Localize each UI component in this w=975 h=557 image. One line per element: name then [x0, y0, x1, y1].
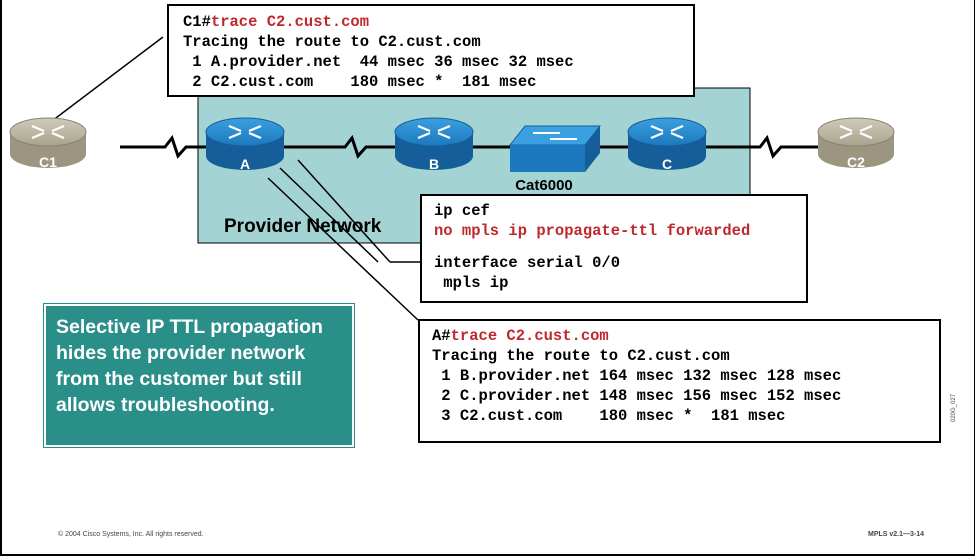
router-b-icon [394, 117, 474, 170]
c1-trace-command-line: C1#trace C2.cust.com [183, 12, 693, 32]
a-trace-line: Tracing the route to C2.cust.com [432, 347, 730, 365]
a-trace-line: 2 C.provider.net 148 msec 156 msec 152 m… [432, 387, 842, 405]
router-c1-icon [9, 117, 87, 168]
router-b-label: B [429, 156, 439, 172]
config-line-interface: interface serial 0/0 [434, 254, 621, 272]
c1-trace-command: trace C2.cust.com [210, 13, 370, 31]
callout-line-a-trace [267, 177, 419, 321]
a-trace-line: 1 B.provider.net 164 msec 132 msec 128 m… [432, 367, 842, 385]
router-c2-icon [817, 117, 895, 168]
footer-copyright: © 2004 Cisco Systems, Inc. All rights re… [58, 531, 204, 538]
a-prompt: A# [432, 327, 451, 345]
switch-cat6000-icon [508, 125, 602, 172]
summary-note: Selective IP TTL propagation hides the p… [44, 304, 354, 447]
config-line-no-propagate-ttl: no mpls ip propagate-ttl forwarded [434, 222, 751, 240]
a-trace-box: A#trace C2.cust.com Tracing the route to… [418, 319, 941, 443]
c1-trace-line: 2 C2.cust.com 180 msec * 181 msec [183, 73, 537, 91]
router-c1-label: C1 [39, 154, 57, 170]
callout-line-a-config-1 [279, 167, 379, 263]
c1-trace-line: Tracing the route to C2.cust.com [183, 33, 481, 51]
serial-link-c1-a [120, 134, 210, 159]
router-a-config-box: ip cef no mpls ip propagate-ttl forwarde… [420, 194, 808, 303]
config-line-mpls-ip: mpls ip [434, 274, 509, 292]
a-trace-command-line: A#trace C2.cust.com [432, 326, 939, 346]
serial-link-c-c2 [700, 134, 822, 159]
c1-trace-line: 1 A.provider.net 44 msec 36 msec 32 msec [183, 53, 574, 71]
config-blank-line [434, 241, 806, 253]
footer-course-page: MPLS v2.1—3-14 [868, 531, 925, 538]
callout-line-a-config-2 [297, 159, 391, 263]
a-trace-line: 3 C2.cust.com 180 msec * 181 msec [432, 407, 786, 425]
config-line-ip-cef: ip cef [434, 202, 490, 220]
serial-link-a-b [282, 134, 400, 159]
switch-label: Cat6000 [515, 177, 573, 194]
router-c-icon [627, 117, 707, 170]
router-c2-label: C2 [847, 154, 865, 170]
a-trace-command: trace C2.cust.com [450, 327, 609, 345]
figure-code: 020G_027 [951, 393, 957, 422]
router-a-label: A [240, 156, 250, 172]
router-a-icon [205, 117, 285, 170]
c1-trace-box: C1#trace C2.cust.com Tracing the route t… [167, 4, 695, 97]
router-c-label: C [662, 156, 672, 172]
c1-prompt: C1# [183, 13, 211, 31]
provider-network-label: Provider Network [224, 216, 382, 237]
callout-line-c1 [39, 36, 164, 131]
